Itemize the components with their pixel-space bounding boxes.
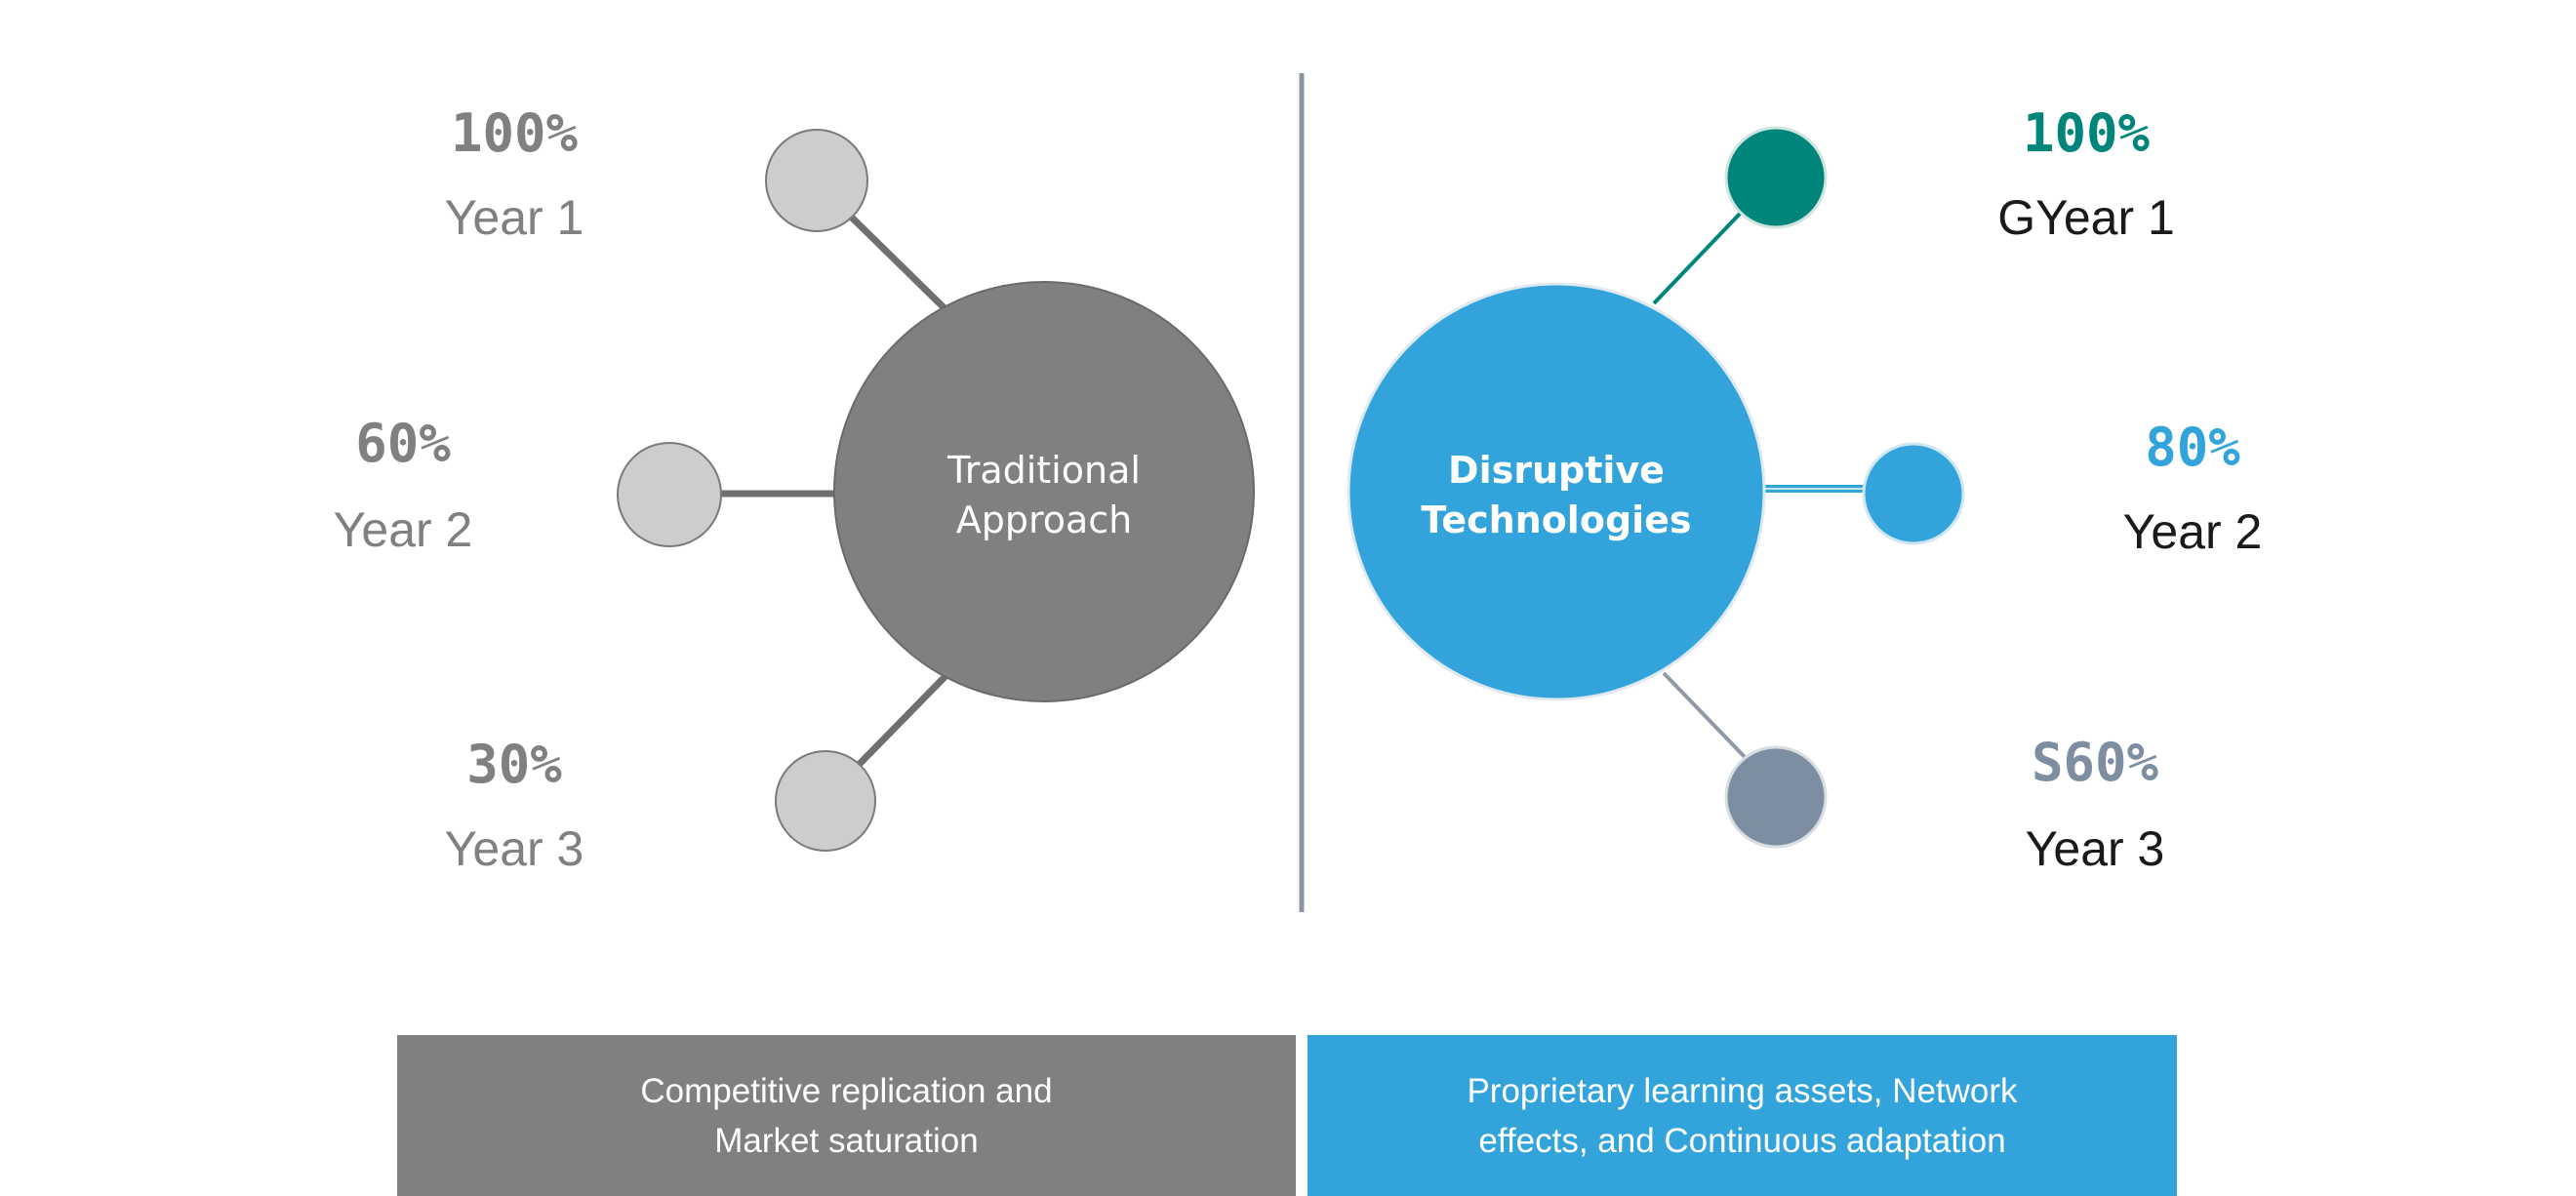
disruptive-percent-3: S60% (2032, 732, 2159, 793)
disruptive-percent-2: 80% (2145, 417, 2240, 478)
traditional-year-3: Year 3 (445, 821, 584, 876)
disruptive-connector-1 (1652, 210, 1744, 305)
traditional-connector-3 (854, 672, 949, 770)
disruptive-hub (1347, 282, 1766, 701)
traditional-percent-1: 100% (451, 102, 579, 164)
traditional-connector-1 (848, 214, 949, 313)
disruptive-group: Disruptive Technologies 100% GYear 1 80%… (1347, 102, 2263, 876)
disruptive-hub-line2: Technologies (1421, 498, 1691, 541)
traditional-group: Traditional Approach 100% Year 1 60% Yea… (334, 102, 1255, 876)
traditional-footer-text: Competitive replication and Market satur… (640, 1066, 1052, 1166)
disruptive-connector-3 (1662, 671, 1749, 761)
disruptive-node-2 (1862, 442, 1965, 545)
disruptive-node-1 (1724, 126, 1828, 229)
traditional-year-2: Year 2 (334, 502, 473, 557)
disruptive-year-2: Year 2 (2123, 504, 2263, 559)
disruptive-node-3 (1724, 745, 1828, 849)
disruptive-footer-line2: effects, and Continuous adaptation (1478, 1121, 2006, 1160)
traditional-hub-line1: Traditional (946, 449, 1141, 492)
traditional-year-1: Year 1 (445, 190, 584, 245)
traditional-node-1 (765, 129, 868, 232)
traditional-percent-2: 60% (355, 413, 451, 474)
traditional-node-2 (617, 442, 722, 547)
traditional-footer-line2: Market saturation (714, 1121, 979, 1160)
disruptive-year-3: Year 3 (2026, 821, 2165, 876)
disruptive-year-1: GYear 1 (1997, 190, 2175, 245)
traditional-node-3 (775, 750, 876, 852)
disruptive-percent-1: 100% (2023, 102, 2151, 164)
traditional-footer-line1: Competitive replication and (640, 1071, 1053, 1110)
disruptive-hub-line1: Disruptive (1448, 449, 1665, 492)
traditional-hub-line2: Approach (956, 498, 1133, 541)
disruptive-footer-box: Proprietary learning assets, Network eff… (1308, 1035, 2177, 1196)
disruptive-footer-line1: Proprietary learning assets, Network (1467, 1071, 2018, 1110)
traditional-footer-box: Competitive replication and Market satur… (397, 1035, 1296, 1196)
traditional-percent-3: 30% (466, 734, 562, 795)
traditional-hub (833, 281, 1255, 702)
disruptive-footer-text: Proprietary learning assets, Network eff… (1467, 1066, 2017, 1166)
